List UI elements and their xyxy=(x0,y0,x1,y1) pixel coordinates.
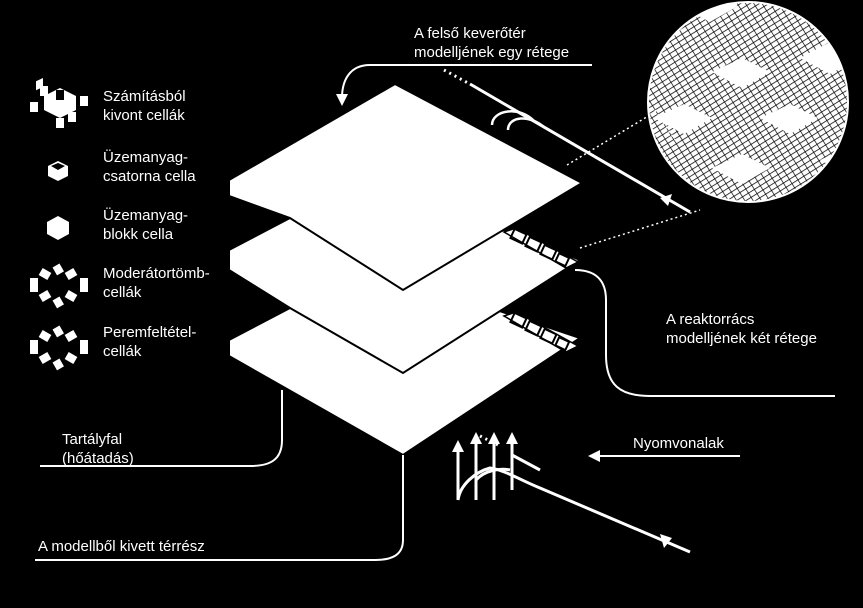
moderator-block-cells-icon xyxy=(30,263,88,309)
legend-label-line2: cellák xyxy=(103,343,142,360)
legend-label-line1: Számításból xyxy=(103,88,186,105)
excluded-cells-icon xyxy=(30,77,88,128)
reactor-grid-leader xyxy=(574,269,835,397)
legend-item-fuel-block-cell: Üzemanyag- blokk cella xyxy=(103,206,188,244)
legend-label-line1: Moderátortömb- xyxy=(103,265,210,282)
legend-item-moderator-block-cells: Moderátortömb- cellák xyxy=(103,264,210,302)
upper-track xyxy=(443,68,691,214)
vessel-wall-leader xyxy=(40,390,283,467)
cell-strip-upper xyxy=(502,227,580,269)
fuel-block-cell-icon xyxy=(47,216,69,240)
legend-label-line1: Peremfeltétel- xyxy=(103,324,197,341)
legend-label-line2: cellák xyxy=(103,284,142,301)
excluded-space-label: A modellből kivett térrész xyxy=(38,538,205,555)
lower-tracks xyxy=(456,434,691,554)
vessel-wall-label-line2: (hőátadás) xyxy=(62,450,134,467)
legend-item-fuel-channel-cell: Üzemanyag- csatorna cella xyxy=(103,148,196,186)
tracks-label: Nyomvonalak xyxy=(633,435,724,452)
legend-item-boundary-condition-cells: Peremfeltétel- cellák xyxy=(103,323,196,361)
legend-label-line2: csatorna cella xyxy=(103,168,196,185)
leader-lines xyxy=(35,64,835,561)
zoom-guides xyxy=(566,109,701,249)
reactor-grid-label: A reaktorrács modelljének két rétege xyxy=(666,310,817,348)
upper-mixing-label-line2: modelljének egy rétege xyxy=(414,44,570,61)
cell-strip-lower xyxy=(502,311,580,353)
leader-arrowheads xyxy=(336,94,600,462)
layer-stack xyxy=(228,82,585,457)
reactor-grid-label-line2: modelljének két rétege xyxy=(666,330,817,347)
legend-label-line2: blokk cella xyxy=(103,226,174,243)
excluded-space-leader xyxy=(35,455,404,561)
zoom-detail xyxy=(647,1,849,203)
lower-track-arrowheads xyxy=(452,432,672,548)
upper-mixing-label: A felső keverőtér modelljének egy rétege xyxy=(414,24,569,62)
legend-label-line2: kivont cellák xyxy=(103,107,185,124)
vessel-wall-label-line1: Tartályfal xyxy=(62,431,123,448)
reactor-grid-label-line1: A reaktorrács xyxy=(666,311,755,328)
boundary-condition-cells-icon xyxy=(30,325,88,371)
upper-track-arrowhead xyxy=(660,194,672,206)
top-layer xyxy=(228,82,585,292)
legend-item-excluded-cells: Számításból kivont cellák xyxy=(103,87,186,125)
upper-mixing-label-line1: A felső keverőtér xyxy=(414,25,526,42)
legend-label-line1: Üzemanyag- xyxy=(103,149,189,166)
upper-mixing-leader xyxy=(341,64,592,99)
legend-label-line1: Üzemanyag- xyxy=(103,207,189,224)
vessel-wall-label: Tartályfal (hőátadás) xyxy=(62,430,134,468)
fuel-channel-cell-icon xyxy=(48,161,68,181)
